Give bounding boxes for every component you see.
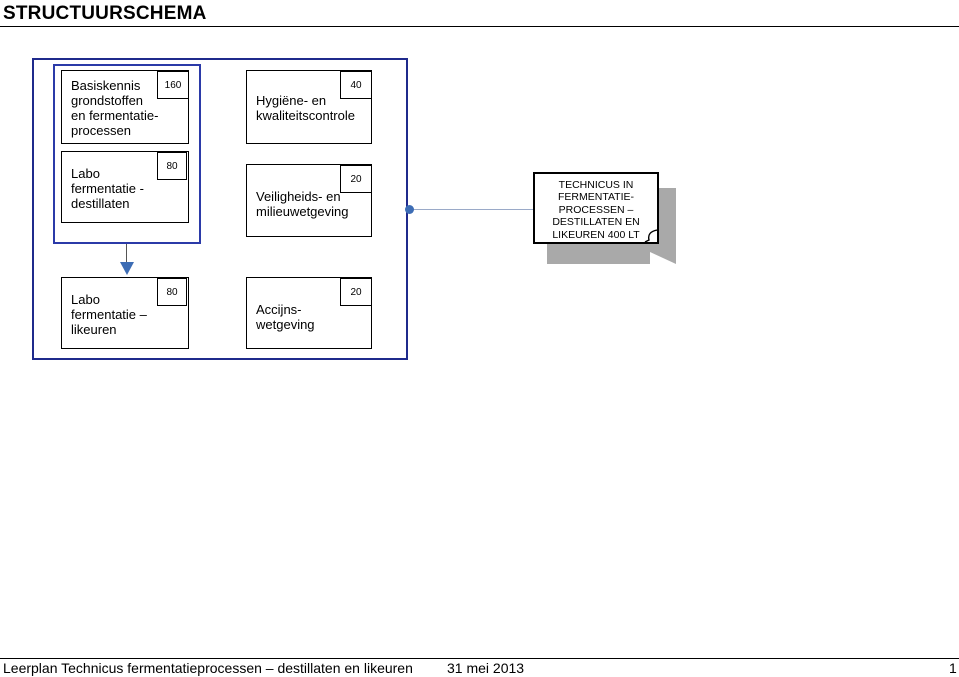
module-box-basiskennis[interactable]: Basiskennis grondstoffen en fermentatie-…: [61, 70, 189, 144]
qualification-line: FERMENTATIE-: [557, 191, 635, 204]
module-line: fermentatie –: [71, 307, 147, 322]
module-line: Labo: [71, 166, 100, 181]
qualification-document[interactable]: TECHNICUS IN FERMENTATIE- PROCESSEN – DE…: [533, 172, 659, 244]
footer-title: Leerplan Technicus fermentatieprocessen …: [3, 660, 413, 676]
qualification-line: LIKEUREN 400 LT: [552, 228, 640, 241]
module-line: Labo: [71, 292, 100, 307]
footer-page-number: 1: [949, 660, 957, 676]
qualification-line: DESTILLATEN EN: [552, 216, 640, 229]
hours-badge: 20: [340, 165, 372, 193]
module-box-labo-destillaten[interactable]: Labo fermentatie - destillaten: [61, 151, 189, 223]
qualification-line: TECHNICUS IN: [558, 179, 634, 191]
qualification-line: PROCESSEN –: [558, 203, 634, 216]
module-line: Accijns-: [256, 302, 302, 317]
connector-line: [126, 244, 127, 262]
hours-badge: 20: [340, 278, 372, 306]
module-line: milieuwetgeving: [256, 204, 349, 219]
footer-date: 31 mei 2013: [447, 660, 525, 676]
page-title: STRUCTUURSCHEMA: [3, 3, 207, 24]
connector-dot-icon: [405, 205, 414, 214]
module-line: destillaten: [71, 196, 130, 211]
connector-line: [410, 209, 545, 210]
basic-modules-frame: [53, 64, 201, 244]
hours-badge: 80: [157, 152, 187, 180]
module-line: Basiskennis: [71, 78, 141, 93]
hours-badge: 80: [157, 278, 187, 306]
module-line: processen: [71, 123, 131, 138]
arrow-down-icon: [120, 262, 134, 275]
module-line: Veiligheids- en: [256, 189, 341, 204]
document-shadow-corner: [650, 252, 676, 264]
hours-badge: 40: [340, 71, 372, 99]
module-line: kwaliteitscontrole: [256, 108, 355, 123]
module-line: grondstoffen: [71, 93, 144, 108]
module-line: likeuren: [71, 322, 117, 337]
page-curl-icon: [633, 228, 657, 242]
footer-divider: [0, 658, 959, 659]
header-divider: [0, 26, 959, 27]
module-line: wetgeving: [256, 317, 315, 332]
module-line: en fermentatie-: [71, 108, 159, 123]
module-line: fermentatie -: [71, 181, 144, 196]
hours-badge: 160: [157, 71, 189, 99]
module-line: Hygiëne- en: [256, 93, 327, 108]
